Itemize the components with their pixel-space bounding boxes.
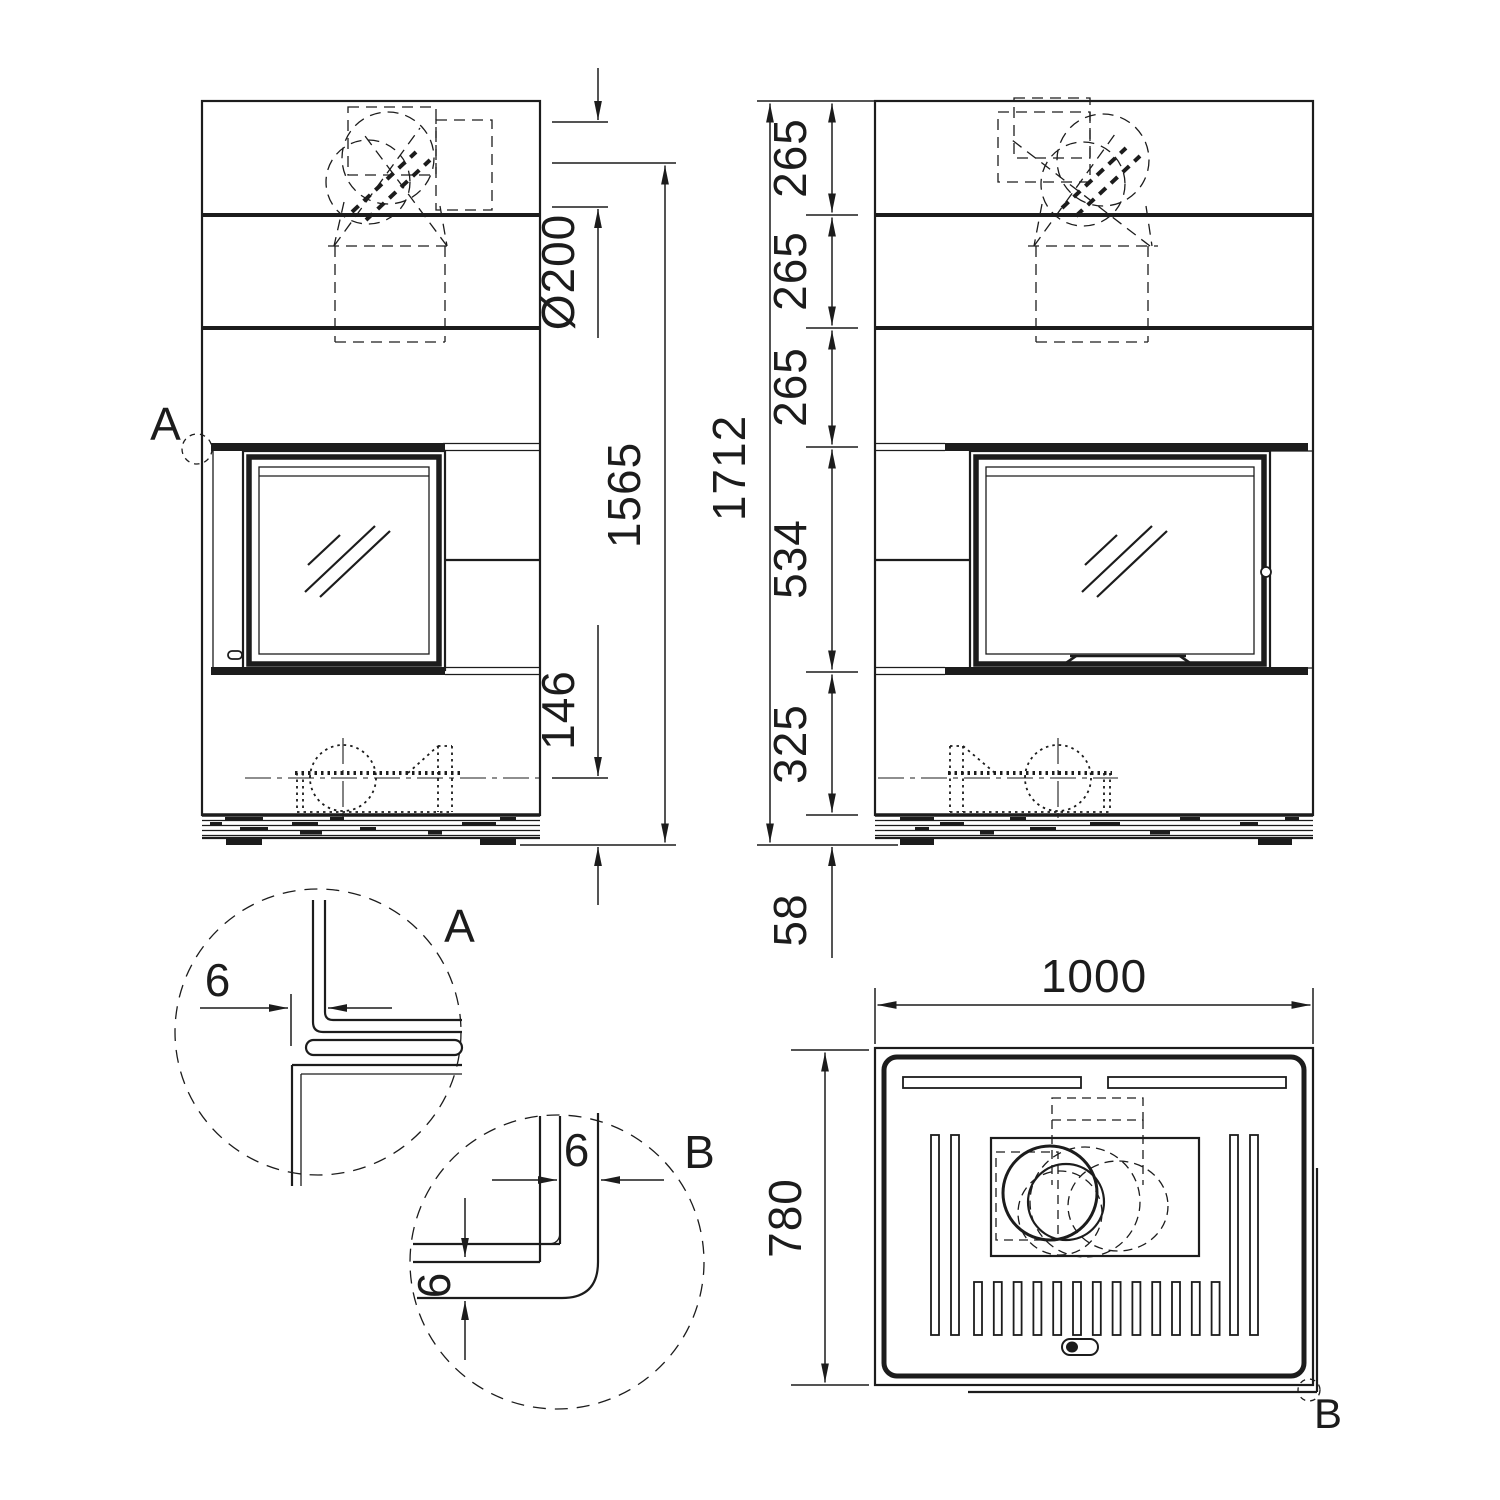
front-flue-dashed-geometry — [997, 97, 1158, 343]
dim-block-low: 265 — [764, 347, 816, 427]
detail-b-label: B — [684, 1126, 716, 1178]
top-rear-vents — [902, 1076, 1287, 1089]
dim-block-mid: 265 — [764, 231, 816, 311]
dim-flue-axis-height: 1565 — [598, 442, 650, 548]
front-door-glass — [985, 466, 1255, 655]
top-front-vent-grill — [973, 1281, 1221, 1336]
front-door-assembly — [875, 442, 1313, 676]
top-view: B 1000 780 — [759, 950, 1342, 1437]
side-foot-left — [226, 838, 262, 845]
detail-b-section-lines — [413, 1113, 600, 1300]
detail-a-gap-dim: 6 — [205, 954, 232, 1006]
front-air-mechanism-dotted — [878, 738, 1118, 818]
top-plate-outline — [881, 1054, 1307, 1379]
side-door-top-bar — [211, 443, 445, 451]
dim-air-axis-height: 146 — [532, 670, 584, 750]
side-door-bottom-bar — [211, 667, 445, 675]
front-panel-joints — [875, 213, 1313, 330]
side-panel-joints — [202, 213, 540, 330]
front-dimensions: 1712 265 265 265 534 325 58 — [703, 100, 898, 958]
detail-a-marker-circle — [181, 433, 213, 465]
side-plinth — [202, 813, 540, 845]
detail-b: B 6 6 — [408, 1113, 716, 1410]
front-door-latch-icon — [1260, 566, 1272, 578]
side-door-frame — [246, 454, 442, 667]
dim-depth: 780 — [759, 1178, 811, 1258]
side-air-mechanism-dotted — [245, 738, 545, 818]
front-view: 1712 265 265 265 534 325 58 — [703, 97, 1315, 958]
front-door-frame — [973, 454, 1267, 667]
side-door-hinge-icon — [227, 650, 243, 660]
dim-firebox: 534 — [764, 519, 816, 599]
side-glass-reflection-icon — [304, 525, 391, 598]
front-door-bottom-bar — [945, 667, 1308, 675]
front-door-top-bar — [945, 443, 1308, 451]
top-side-vents-right — [1229, 1134, 1259, 1336]
dim-block-top: 265 — [764, 118, 816, 198]
detail-b-dimensions: 6 6 — [408, 1124, 664, 1360]
top-side-vents-left — [930, 1134, 960, 1336]
top-body-outline — [873, 1046, 1315, 1387]
detail-b-gap-h-dim: 6 — [564, 1124, 591, 1176]
detail-a-dimension: 6 — [200, 954, 392, 1046]
front-plinth — [875, 813, 1313, 845]
side-door-assembly — [211, 442, 540, 676]
side-door-glass — [258, 466, 430, 655]
dim-total-height: 1712 — [703, 415, 755, 521]
front-foot-right — [1258, 838, 1292, 845]
dim-flue-diameter: Ø200 — [532, 214, 584, 331]
front-foot-left — [900, 838, 934, 845]
side-foot-right — [480, 838, 516, 845]
top-flue-collar — [1001, 1144, 1099, 1242]
side-flue-hatch-icon — [350, 150, 432, 222]
side-view: A Ø200 1565 146 — [150, 68, 676, 905]
detail-b-marker-label: B — [1314, 1390, 1342, 1437]
detail-b-marker-circle — [1297, 1378, 1321, 1402]
detail-a: A 6 — [174, 888, 476, 1186]
dim-width: 1000 — [1041, 950, 1147, 1002]
detail-a-section-lines — [290, 900, 464, 1186]
dim-plinth: 58 — [764, 893, 816, 946]
dim-base: 325 — [764, 704, 816, 784]
detail-a-marker-label: A — [150, 398, 182, 450]
top-dimensions: 1000 780 — [759, 950, 1314, 1386]
detail-a-label: A — [444, 900, 476, 952]
top-latch — [1061, 1338, 1099, 1356]
detail-b-gap-v-dim: 6 — [408, 1272, 460, 1299]
front-log-retainer — [1065, 654, 1191, 665]
side-dimensions: Ø200 1565 146 — [520, 68, 676, 905]
front-door-frame-outer — [968, 449, 1272, 672]
top-flue-pipe — [1026, 1162, 1106, 1242]
side-door-frame-outer — [241, 449, 447, 672]
side-flue-dashed-geometry — [325, 106, 493, 343]
front-glass-reflection-icon — [1081, 525, 1168, 598]
detail-b-boundary — [409, 1114, 705, 1410]
